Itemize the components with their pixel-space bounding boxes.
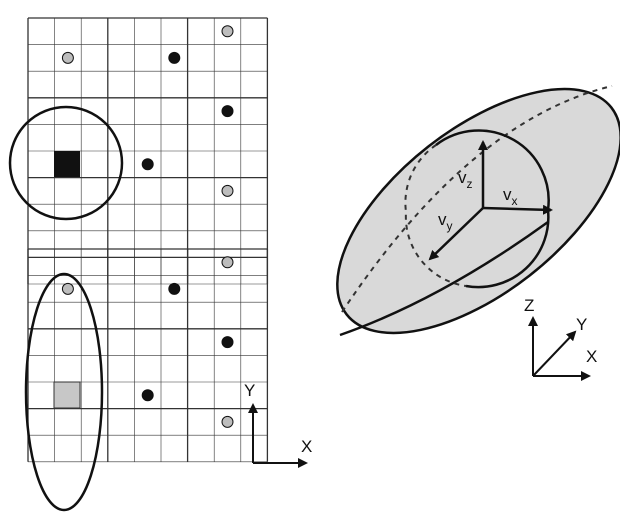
vector-vx-label: vx — [503, 185, 518, 208]
top-sample-points — [61, 25, 234, 197]
y3d-axis-label: Y — [576, 315, 587, 334]
elliptical-footprint — [24, 272, 104, 512]
z-axis-label: Z — [524, 296, 534, 315]
cross-section-solid-arc — [435, 129, 550, 289]
gray-sample-point — [61, 51, 74, 64]
gray-sample-point — [221, 256, 234, 269]
ellipsoid-front-contour — [339, 220, 549, 337]
y3d-axis-arrow — [532, 330, 577, 377]
circular-footprint — [8, 105, 124, 221]
axes-3d: Z Y X — [524, 296, 597, 381]
black-sample-point — [141, 158, 154, 171]
black-sample-point — [221, 105, 234, 118]
gray-sample-point — [221, 25, 234, 38]
x3d-axis-label: X — [586, 347, 597, 366]
ellipsoid: vz vx vy — [336, 85, 620, 337]
black-sample-point — [168, 51, 181, 64]
vector-vz-label: vz — [458, 168, 473, 191]
cross-section-dashed-arc — [404, 144, 467, 287]
gray-sample-point — [221, 415, 234, 428]
vector-vy-label: vy — [438, 210, 453, 233]
bottom-sample-points — [61, 256, 234, 428]
top-grid-panel — [8, 17, 269, 285]
bottom-center-square — [53, 381, 81, 409]
black-sample-point — [221, 336, 234, 349]
axes-2d: Y X — [244, 381, 312, 468]
ellipsoid-body — [336, 87, 620, 335]
bottom-grid-panel — [24, 248, 269, 512]
top-grid — [27, 17, 269, 285]
x-axis-label: X — [301, 437, 312, 456]
top-center-square — [54, 151, 80, 177]
black-sample-point — [141, 389, 154, 402]
gray-sample-point — [61, 282, 74, 295]
black-sample-point — [168, 282, 181, 295]
vector-vx — [482, 204, 553, 215]
y-axis-label: Y — [244, 381, 255, 400]
bottom-grid — [27, 248, 269, 463]
ellipsoid-dashed-curve — [341, 85, 613, 313]
gray-sample-point — [221, 184, 234, 197]
vector-vy — [428, 207, 484, 261]
